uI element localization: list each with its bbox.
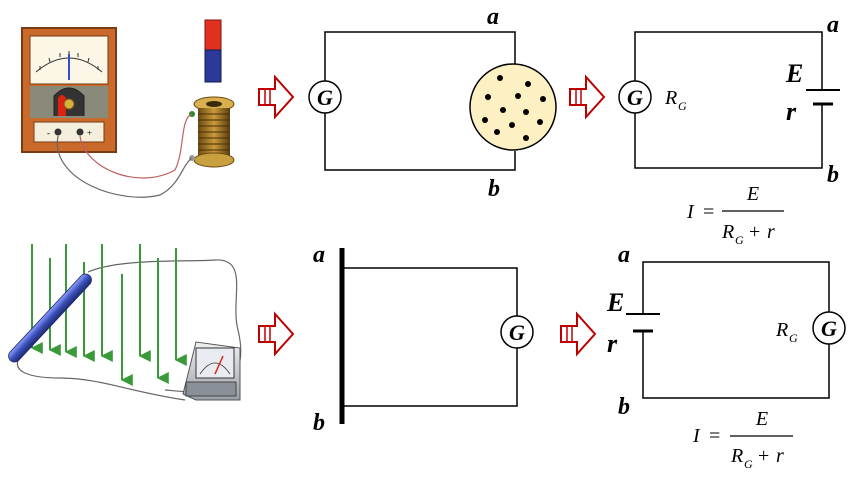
node-a-label: a xyxy=(618,242,630,268)
bar-magnet xyxy=(204,19,222,83)
formula-bottom: I = E R G + r xyxy=(692,408,793,471)
node-b-label: b xyxy=(618,394,630,420)
internal-resistance-label: r xyxy=(786,97,797,126)
circuit-top-right: G R G E r a b xyxy=(618,12,840,188)
arrow-step-1-top xyxy=(258,74,295,120)
svg-text:+: + xyxy=(87,128,92,138)
emf-label: E xyxy=(606,288,624,317)
moving-rod-illustration xyxy=(8,244,242,401)
formula-equals: = xyxy=(709,425,720,447)
coil-solenoid xyxy=(189,96,235,168)
circuit-top-middle: G a b xyxy=(308,4,557,202)
formula-den-r: r xyxy=(776,445,784,467)
node-a-label: a xyxy=(313,242,325,268)
node-a-label: a xyxy=(827,12,839,38)
galvanometer-label: G xyxy=(627,85,643,110)
formula-top: I = E R G + r xyxy=(686,183,784,247)
formula-numerator: E xyxy=(755,408,768,430)
field-out-of-page-dots xyxy=(482,75,546,141)
formula-numerator: E xyxy=(746,183,759,205)
arrow-step-2-bottom xyxy=(560,311,597,357)
galvanometer-label: G xyxy=(821,316,837,341)
formula-lhs: I xyxy=(692,425,701,447)
node-b-label: b xyxy=(488,176,500,202)
formula-lhs: I xyxy=(686,201,695,223)
resistance-label: R xyxy=(664,87,677,109)
formula-den-plus: + xyxy=(758,445,769,467)
ammeter-device xyxy=(182,341,241,401)
formula-den-subscript: G xyxy=(735,233,744,247)
galvanometer-label: G xyxy=(509,320,525,345)
galvanometer-apparatus-illustration: - + xyxy=(21,27,117,153)
connecting-wires xyxy=(56,113,193,198)
emf-label: E xyxy=(785,59,803,88)
arrow-step-2-top xyxy=(569,74,606,120)
galvanometer-symbol xyxy=(500,315,534,349)
resistance-subscript: G xyxy=(678,99,687,113)
internal-resistance-label: r xyxy=(607,329,618,358)
formula-den-r: r xyxy=(767,221,775,243)
node-b-label: b xyxy=(827,162,839,188)
circuit-bottom-right: G R G E r a b xyxy=(606,242,846,420)
svg-text:-: - xyxy=(47,128,50,138)
formula-den-R: R xyxy=(730,445,743,467)
magnetic-field-region xyxy=(469,63,557,151)
formula-equals: = xyxy=(703,201,714,223)
resistance-subscript: G xyxy=(789,331,798,345)
resistance-label: R xyxy=(775,319,788,341)
node-a-label: a xyxy=(487,4,499,30)
node-b-label: b xyxy=(313,410,325,436)
galvanometer-symbol xyxy=(812,311,846,345)
formula-den-subscript: G xyxy=(744,457,753,471)
galvanometer-symbol xyxy=(618,80,652,114)
formula-den-plus: + xyxy=(749,221,760,243)
galvanometer-label: G xyxy=(317,85,333,110)
circuit-bottom-middle: G a b xyxy=(313,242,534,436)
arrow-step-1-bottom xyxy=(258,311,295,357)
formula-den-R: R xyxy=(721,221,734,243)
galvanometer-symbol xyxy=(308,80,342,114)
